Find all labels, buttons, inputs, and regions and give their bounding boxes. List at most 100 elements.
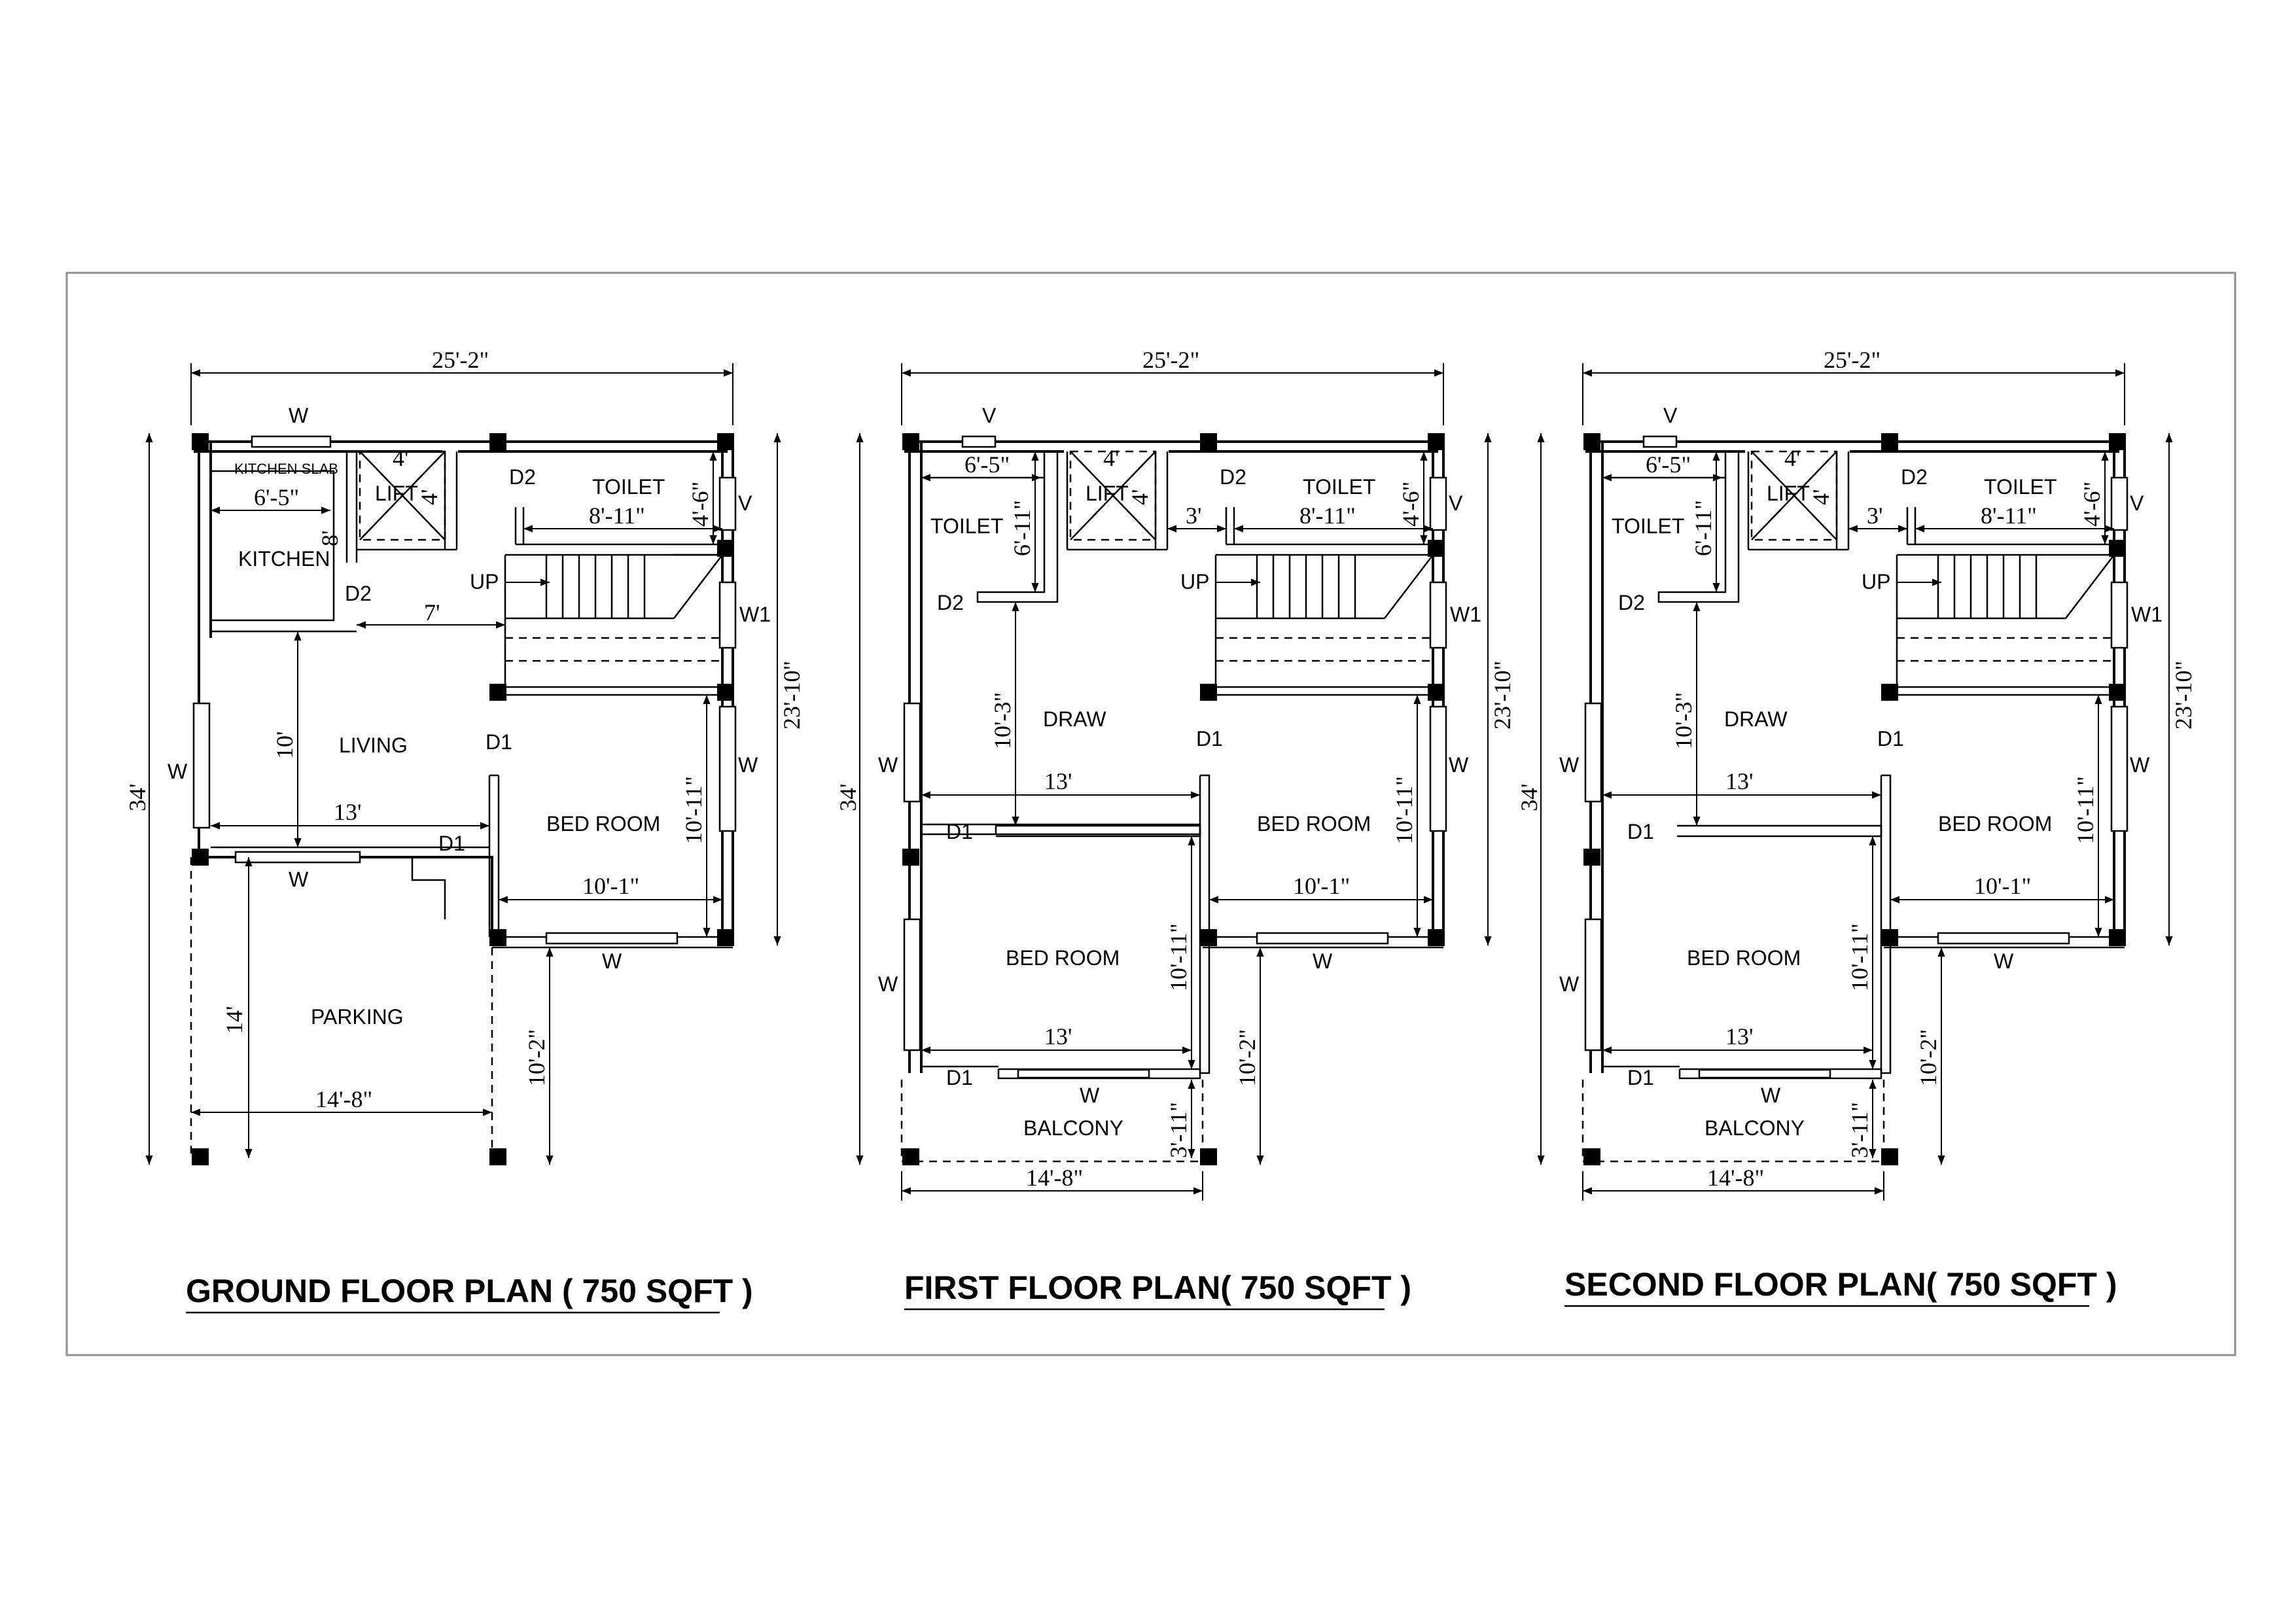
window-label: W <box>1449 753 1469 777</box>
dim-draw-width: 13' <box>1044 768 1072 794</box>
dim-bed-right-width: 10'-1" <box>1293 873 1350 899</box>
dim-toilet-height: 4'-6" <box>687 482 713 527</box>
balcony-label: BALCONY <box>1023 1116 1123 1140</box>
kitchen-slab-label: KITCHEN SLAB <box>234 461 338 477</box>
toilet-label: TOILET <box>1984 475 2057 499</box>
dim-toilet-left-width: 6'-5" <box>964 451 1010 478</box>
ground-stair-treads <box>505 555 722 662</box>
dim-kitchen-width: 6'-5" <box>254 484 299 510</box>
dim-gap: 3' <box>1186 503 1202 529</box>
second-columns <box>1583 433 2126 1165</box>
ventilator-label: V <box>738 491 752 515</box>
door-d1-label: D1 <box>946 1066 973 1089</box>
dim-right-low: 10'-2" <box>1915 1029 1941 1086</box>
first-columns <box>902 433 1445 1165</box>
window-label: W <box>289 404 309 427</box>
toilet-label: TOILET <box>1612 514 1684 538</box>
parking-label: PARKING <box>311 1005 404 1029</box>
dim-toilet-width: 8'-11" <box>1299 503 1356 529</box>
door-d1-label: D1 <box>438 832 465 855</box>
window-label: W <box>289 868 309 891</box>
ventilator-label: V <box>1449 491 1463 515</box>
first-floor-plan: TOILET LIFT TOILET DRAW BED ROOM BED ROO… <box>835 347 1515 1311</box>
lift-label: LIFT <box>1767 482 1810 505</box>
bed-room-label: BED ROOM <box>546 812 660 836</box>
window-w1-label: W1 <box>739 603 771 626</box>
window-label: W <box>1080 1084 1100 1107</box>
dim-bed-left-width: 13' <box>1725 1023 1754 1050</box>
dim-bed-right-height: 10'-11" <box>1391 776 1417 844</box>
bed-room-label: BED ROOM <box>1257 812 1371 836</box>
stair-up-label: UP <box>1862 570 1890 593</box>
ground-floor-plan: KITCHEN SLAB LIFT KITCHEN TOILET LIVING … <box>124 347 805 1314</box>
dim-toilet-left-width: 6'-5" <box>1646 451 1691 478</box>
window-label: W <box>1313 949 1333 973</box>
dim-draw-height: 10'-3" <box>1670 692 1697 749</box>
plan-title: GROUND FLOOR PLAN ( 750 SQFT ) <box>186 1273 753 1309</box>
ventilator-label: V <box>2130 491 2144 515</box>
ventilator-label: V <box>982 404 997 427</box>
dim-bed-left-height: 10'-11" <box>1165 923 1192 991</box>
first-dimension-lines <box>856 363 1492 1201</box>
dim-lift-height: 4' <box>1808 489 1834 506</box>
dim-draw-height: 10'-3" <box>989 692 1016 749</box>
dim-width: 25'-2" <box>1142 347 1199 373</box>
window-label: W <box>738 753 758 777</box>
kitchen-label: KITCHEN <box>238 547 330 571</box>
ground-dimension-lines <box>145 363 781 1165</box>
dim-height: 34' <box>1516 784 1542 812</box>
dim-bed-left-height: 10'-11" <box>1846 923 1873 991</box>
dim-height: 23'-10" <box>1489 661 1515 730</box>
dim-lift-height: 4' <box>1127 489 1153 506</box>
dim-right-low: 10'-2" <box>1234 1029 1260 1086</box>
ground-windows <box>192 435 737 945</box>
dim-lift-width: 4' <box>1103 445 1120 471</box>
window-label: W <box>1761 1084 1781 1107</box>
plan-title: FIRST FLOOR PLAN( 750 SQFT ) <box>904 1269 1411 1306</box>
first-walls <box>900 440 1445 1163</box>
door-d1-label: D1 <box>1877 727 1904 750</box>
dim-bed-height: 10'-11" <box>680 776 707 844</box>
dim-toilet-height: 4'-6" <box>2079 482 2105 527</box>
window-label: W <box>1559 753 1580 777</box>
window-label: W <box>2130 753 2150 777</box>
dim-kitchen-height: 8' <box>317 531 343 547</box>
door-d2-label: D2 <box>345 582 372 605</box>
dim-width: 25'-2" <box>432 347 489 373</box>
bed-room-label: BED ROOM <box>1006 946 1120 970</box>
lift-label: LIFT <box>1086 482 1129 505</box>
plan-title: SECOND FLOOR PLAN( 750 SQFT ) <box>1564 1266 2117 1303</box>
window-label: W <box>168 760 188 783</box>
lift-label: LIFT <box>375 482 418 505</box>
second-floor-plan: TOILET LIFT TOILET DRAW BED ROOM BED ROO… <box>1516 347 2197 1307</box>
door-d1-label: D1 <box>1627 1066 1654 1089</box>
stair-up-label: UP <box>470 570 499 593</box>
bed-room-label: BED ROOM <box>1938 812 2052 836</box>
dim-bottom-width: 14'-8" <box>1707 1165 1764 1191</box>
dim-balcony-height: 3'-11" <box>1165 1102 1192 1158</box>
door-d1-label: D1 <box>1196 727 1223 750</box>
door-d2-label: D2 <box>1901 465 1928 489</box>
door-d1-label: D1 <box>486 730 512 754</box>
stair-up-label: UP <box>1180 570 1209 593</box>
draw-label: DRAW <box>1724 707 1788 731</box>
dim-living-width: 13' <box>334 799 362 825</box>
dim-lift-width: 4' <box>1784 445 1801 471</box>
door-d1-label: D1 <box>946 820 973 843</box>
toilet-label: TOILET <box>592 475 665 499</box>
dim-toilet-left-height: 6'-11" <box>1009 500 1035 556</box>
dim-parking-width: 14'-8" <box>315 1086 372 1112</box>
window-label: W <box>602 949 622 973</box>
dim-bottom-width: 14'-8" <box>1026 1165 1083 1191</box>
balcony-label: BALCONY <box>1704 1116 1805 1140</box>
door-d2-label: D2 <box>1220 465 1246 489</box>
first-windows <box>903 435 1447 1079</box>
dim-lift-height: 4' <box>416 489 442 506</box>
door-d1-label: D1 <box>1627 820 1654 843</box>
dim-balcony-height: 3'-11" <box>1846 1102 1873 1158</box>
living-label: LIVING <box>339 733 408 757</box>
second-windows <box>1584 435 2128 1079</box>
dim-toilet-left-height: 6'-11" <box>1690 500 1716 556</box>
first-stair-treads <box>1216 555 1433 662</box>
